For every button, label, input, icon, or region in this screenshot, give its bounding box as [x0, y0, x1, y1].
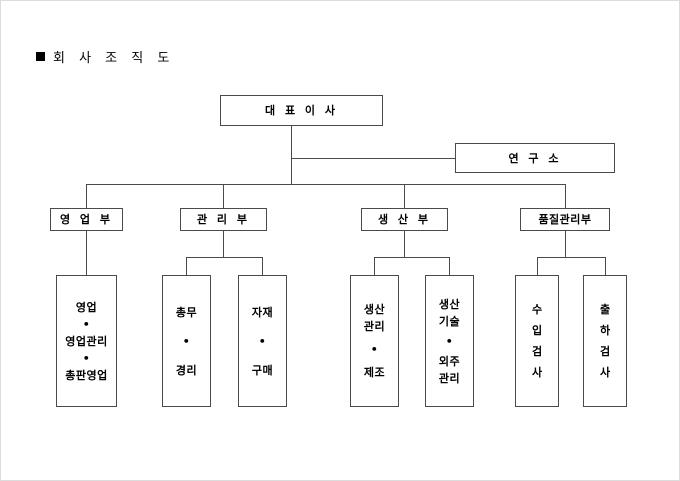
node-shipping-inspection-team-line-2: 검 [599, 345, 611, 358]
connector-bus-to-sales [86, 184, 87, 208]
node-management-department-label: 관 리 부 [196, 213, 251, 226]
node-general-affairs-team[interactable]: 총무 • 경리 [162, 275, 211, 407]
node-materials-team-line-2: 구매 [251, 363, 274, 377]
node-production-control-team-line-1: 관리 [363, 320, 386, 333]
connector-production-split [374, 257, 449, 258]
node-production-control-team-line-2: • [370, 343, 379, 356]
connector-production-to-production-engineering [449, 257, 450, 275]
connector-production-to-production-control [374, 257, 375, 275]
node-production-control-team-line-0: 생산 [363, 303, 386, 316]
node-quality-department-label: 품질관리부 [538, 213, 592, 226]
node-incoming-inspection-team-line-3: 사 [531, 366, 543, 379]
node-general-affairs-team-line-0: 총무 [175, 305, 198, 319]
node-production-control-team[interactable]: 생산 관리 • 제조 [350, 275, 399, 407]
node-sales-team-line-0: 영업 [75, 300, 98, 314]
connector-management-to-general-affairs [186, 257, 187, 275]
connector-quality-split [537, 257, 605, 258]
node-sales-department-label: 영 업 부 [59, 213, 114, 226]
node-incoming-inspection-team-line-0: 수 [531, 303, 543, 316]
node-production-engineering-team[interactable]: 생산 기술 • 외주 관리 [425, 275, 474, 407]
square-bullet-icon [36, 52, 45, 61]
connector-quality-to-shipping-inspection [605, 257, 606, 275]
connector-management-stem [223, 231, 224, 257]
node-shipping-inspection-team-line-1: 하 [599, 324, 611, 337]
connector-ceo-to-research [291, 158, 455, 159]
node-materials-team-line-0: 자재 [251, 305, 274, 319]
node-sales-team-line-4: 총판영업 [65, 368, 108, 382]
connector-management-split [186, 257, 262, 258]
node-incoming-inspection-team[interactable]: 수 입 검 사 [515, 275, 559, 407]
node-research-institute[interactable]: 연 구 소 [455, 143, 615, 173]
node-incoming-inspection-team-line-1: 입 [531, 324, 543, 337]
node-shipping-inspection-team-line-0: 출 [599, 303, 611, 316]
connector-quality-to-incoming-inspection [537, 257, 538, 275]
node-sales-team-line-2: 영업관리 [65, 334, 108, 348]
node-sales-team-line-3: • [82, 351, 91, 365]
node-general-affairs-team-line-2: 경리 [175, 363, 198, 377]
node-research-institute-label: 연 구 소 [508, 151, 562, 165]
node-production-engineering-team-line-2: • [445, 334, 454, 348]
node-ceo-label: 대 표 이 사 [265, 104, 338, 117]
connector-bus-to-quality [565, 184, 566, 208]
connector-bus-to-management [223, 184, 224, 208]
node-production-engineering-team-line-3: 외주 [438, 354, 461, 368]
connector-bus-to-production [404, 184, 405, 208]
node-general-affairs-team-line-1: • [182, 334, 191, 348]
node-materials-team-line-1: • [258, 334, 267, 348]
node-materials-team[interactable]: 자재 • 구매 [238, 275, 287, 407]
connector-quality-stem [565, 231, 566, 257]
node-sales-team-line-1: • [82, 317, 91, 331]
node-production-engineering-team-line-4: 관리 [438, 371, 461, 385]
connector-management-to-materials [262, 257, 263, 275]
connector-production-stem [404, 231, 405, 257]
node-production-engineering-team-line-0: 생산 [438, 297, 461, 311]
connector-department-bus [86, 184, 565, 185]
node-production-department-label: 생 산 부 [377, 213, 432, 226]
page-title-text: 회 사 조 직 도 [53, 51, 175, 66]
connector-sales-to-team [86, 231, 87, 275]
node-sales-department[interactable]: 영 업 부 [50, 208, 123, 231]
node-sales-team[interactable]: 영업 • 영업관리 • 총판영업 [56, 275, 117, 407]
node-production-control-team-line-3: 제조 [363, 366, 386, 379]
node-management-department[interactable]: 관 리 부 [180, 208, 267, 231]
node-incoming-inspection-team-line-2: 검 [531, 345, 543, 358]
node-production-engineering-team-line-1: 기술 [438, 314, 461, 328]
node-quality-department[interactable]: 품질관리부 [520, 208, 610, 231]
page-title: 회 사 조 직 도 [36, 50, 174, 68]
node-shipping-inspection-team[interactable]: 출 하 검 사 [583, 275, 627, 407]
node-ceo[interactable]: 대 표 이 사 [220, 95, 383, 126]
connector-ceo-stem [291, 126, 292, 185]
node-production-department[interactable]: 생 산 부 [361, 208, 448, 231]
node-shipping-inspection-team-line-3: 사 [599, 366, 611, 379]
